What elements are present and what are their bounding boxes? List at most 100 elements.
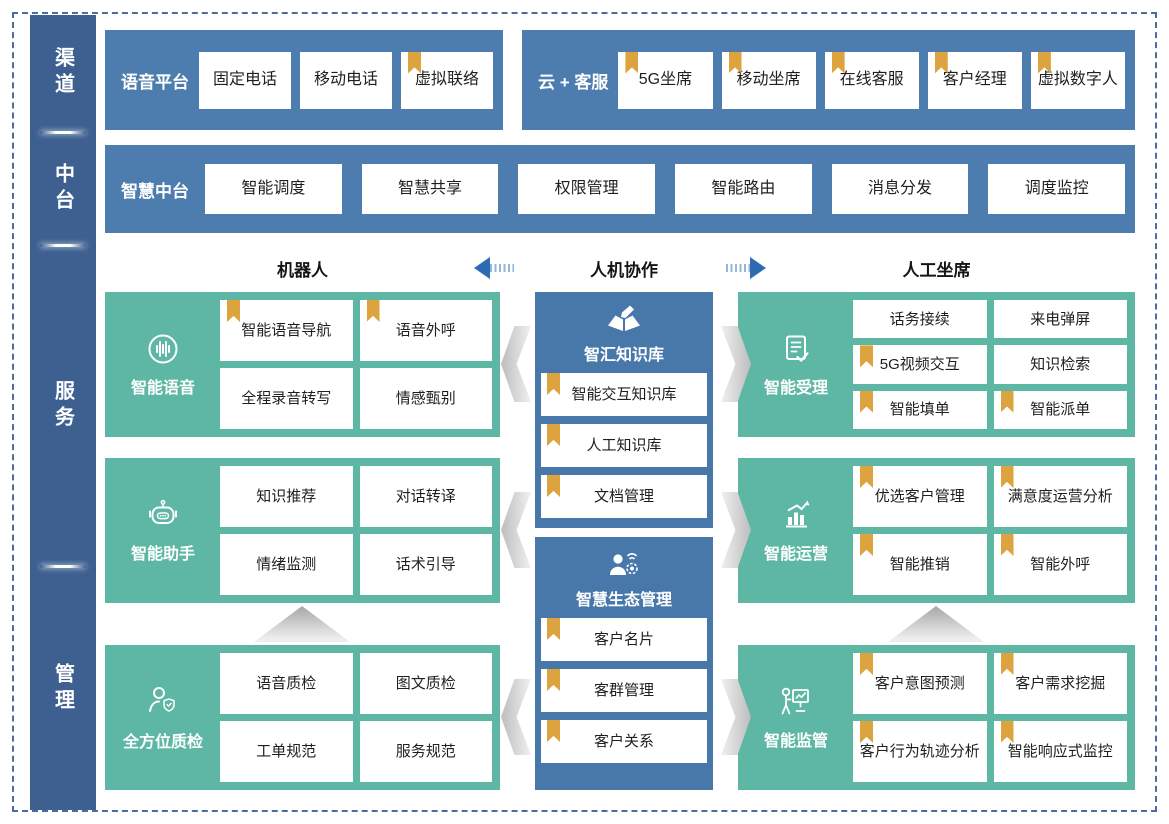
item-label: 来电弹屏 <box>1030 310 1091 328</box>
panel-knowledge-base: 智汇知识库 智能交互知识库人工知识库文档管理 <box>535 292 713 528</box>
knowledge-book-icon <box>603 302 645 338</box>
bookmark-icon <box>1000 653 1014 675</box>
item-box: 智能推销 <box>853 534 987 595</box>
column-header-robot: 机器人 <box>277 260 328 280</box>
item-label: 满意度运营分析 <box>1007 487 1113 505</box>
bookmark-icon <box>860 721 873 743</box>
item-box: 智能填单 <box>853 390 987 429</box>
item-box: 客户行为轨迹分析 <box>853 721 987 782</box>
item-label: 移动电话 <box>313 70 378 88</box>
bookmark-icon <box>547 669 560 691</box>
item-box: 客户需求挖掘 <box>993 653 1127 714</box>
group-smart-operations: 智能运营 优选客户管理满意度运营分析智能推销智能外呼 <box>738 458 1135 603</box>
up-arrow-icon <box>254 606 350 642</box>
group-smart-assistant: 智能助手 知识推荐对话转译情绪监测话术引导 <box>105 458 500 603</box>
item-box: 调度监控 <box>988 164 1126 214</box>
bookmark-icon <box>1037 51 1051 74</box>
band-title: 智慧中台 <box>121 181 189 201</box>
bookmark-icon <box>547 475 560 497</box>
column-header-human-agent: 人工坐席 <box>902 260 971 280</box>
item-box: 移动坐席 <box>721 51 816 109</box>
bookmark-icon <box>860 466 873 488</box>
item-label: 智能调度 <box>241 179 306 197</box>
group-items: 客户意图预测客户需求挖掘客户行为轨迹分析智能响应式监控 <box>853 653 1127 782</box>
dashed-arrow-right-icon <box>726 257 766 279</box>
chart-growth-icon <box>778 497 814 533</box>
group-items: 语音质检图文质检工单规范服务规范 <box>220 653 492 782</box>
item-label: 文档管理 <box>593 487 654 505</box>
band-title: 云 + 客服 <box>538 72 609 92</box>
group-label: 智能监管 <box>746 653 846 782</box>
item-box: 5G视频交互 <box>853 345 987 384</box>
bookmark-icon <box>1000 534 1014 556</box>
item-box: 满意度运营分析 <box>993 466 1127 527</box>
ecosystem-person-icon <box>604 547 644 583</box>
item-box: 文档管理 <box>541 475 707 518</box>
sidebar-section-channel: 渠道 <box>30 15 96 131</box>
chevron-left-icon <box>501 492 531 568</box>
item-label: 智能交互知识库 <box>571 385 677 403</box>
item-label: 智能路由 <box>711 179 776 197</box>
item-label: 服务规范 <box>395 742 456 760</box>
band-items: 5G坐席移动坐席在线客服客户经理虚拟数字人 <box>618 30 1125 130</box>
group-smart-supervision: 智能监管 客户意图预测客户需求挖掘客户行为轨迹分析智能响应式监控 <box>738 645 1135 790</box>
bookmark-icon <box>547 373 560 395</box>
item-box: 语音外呼 <box>359 300 492 361</box>
item-label: 语音质检 <box>256 674 317 692</box>
bookmark-icon <box>1000 390 1014 413</box>
item-box: 权限管理 <box>518 164 656 214</box>
bookmark-icon <box>547 618 560 640</box>
group-items: 知识推荐对话转译情绪监测话术引导 <box>220 466 492 595</box>
item-box: 情绪监测 <box>220 534 353 595</box>
document-check-icon <box>778 331 814 367</box>
sidebar-label: 管理 <box>51 663 74 715</box>
item-box: 对话转译 <box>359 466 492 527</box>
bookmark-icon <box>934 51 948 74</box>
bookmark-icon <box>860 534 873 556</box>
sidebar-divider <box>40 131 86 134</box>
bookmark-icon <box>860 390 873 413</box>
item-box: 全程录音转写 <box>220 368 353 429</box>
item-label: 虚拟数字人 <box>1037 70 1118 88</box>
item-box: 在线客服 <box>824 51 919 109</box>
bookmark-icon <box>408 51 421 74</box>
panel-header: 智慧生态管理 <box>535 537 713 618</box>
sidebar-section-management: 管理 <box>30 568 96 810</box>
item-label: 对话转译 <box>395 487 456 505</box>
cloud-service-band: 云 + 客服 5G坐席移动坐席在线客服客户经理虚拟数字人 <box>522 30 1135 130</box>
item-label: 客户关系 <box>593 732 654 750</box>
bookmark-icon <box>547 720 560 742</box>
item-box: 智能外呼 <box>993 534 1127 595</box>
item-box: 智能调度 <box>205 164 342 214</box>
item-box: 来电弹屏 <box>993 300 1127 339</box>
group-label: 智能语音 <box>113 300 213 429</box>
item-label: 移动坐席 <box>736 70 801 88</box>
item-box: 人工知识库 <box>541 424 707 467</box>
item-box: 虚拟联络 <box>401 51 493 109</box>
item-box: 移动电话 <box>300 51 392 109</box>
item-label: 工单规范 <box>256 742 317 760</box>
group-label: 智能助手 <box>113 466 213 595</box>
bookmark-icon <box>547 424 560 446</box>
column-header-human-machine: 人机协作 <box>590 260 658 280</box>
item-box: 语音质检 <box>220 653 353 714</box>
sidebar-divider <box>40 244 86 247</box>
group-label: 全方位质检 <box>113 653 213 782</box>
bookmark-icon <box>366 300 380 322</box>
item-label: 智能填单 <box>889 401 950 419</box>
item-label: 在线客服 <box>839 70 904 88</box>
item-label: 客户名片 <box>593 630 654 648</box>
item-box: 情感甄别 <box>359 368 492 429</box>
item-box: 工单规范 <box>220 721 353 782</box>
item-box: 客户经理 <box>927 51 1022 109</box>
item-box: 智能路由 <box>675 164 812 214</box>
robot-icon <box>145 497 181 533</box>
item-box: 知识检索 <box>993 345 1127 384</box>
item-label: 语音外呼 <box>395 321 456 339</box>
group-smart-voice: 智能语音 智能语音导航语音外呼全程录音转写情感甄别 <box>105 292 500 437</box>
chevron-left-icon <box>501 326 531 402</box>
bookmark-icon <box>860 653 873 675</box>
item-label: 优选客户管理 <box>874 487 965 505</box>
